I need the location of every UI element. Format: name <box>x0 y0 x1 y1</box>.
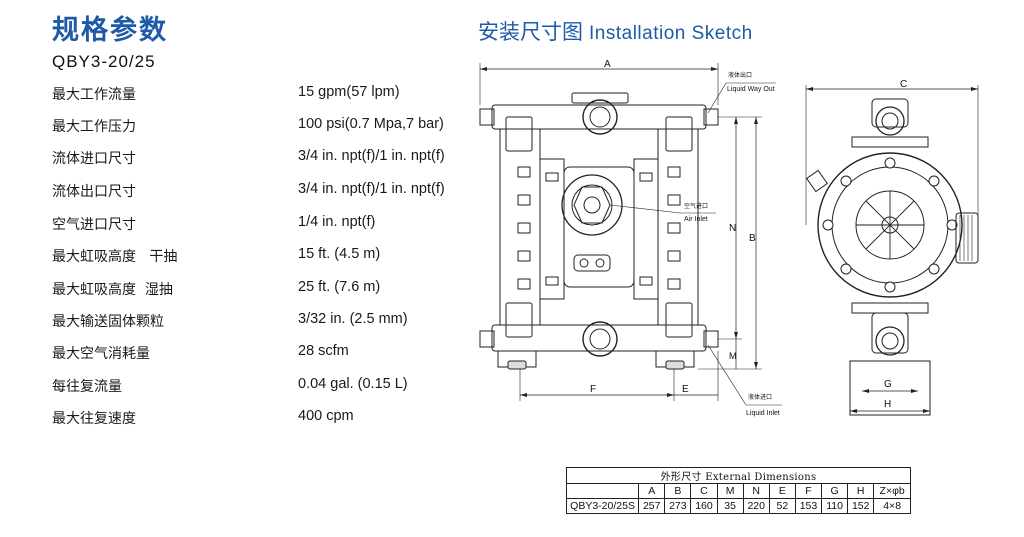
spec-value: 100 psi(0.7 Mpa,7 bar) <box>298 116 444 132</box>
dim-letter-b: B <box>749 233 756 244</box>
spec-row: 空气进口尺寸 1/4 in. npt(f) <box>52 214 492 238</box>
dim-letter-h: H <box>884 399 891 410</box>
spec-value: 25 ft. (7.6 m) <box>298 279 381 295</box>
table-row: QBY3-20/25S 257 273 160 35 220 52 153 11… <box>565 498 911 514</box>
spec-label: 最大工作流量 <box>52 87 136 103</box>
dimensions-caption: 外形尺寸 External Dimensions <box>566 467 911 484</box>
spec-row: 最大输送固体颗粒 3/32 in. (2.5 mm) <box>52 311 492 335</box>
table-cell: 153 <box>794 498 823 514</box>
spec-row: 最大工作流量 15 gpm(57 lpm) <box>52 84 492 108</box>
sketch-title: 安装尺寸图 Installation Sketch <box>478 16 753 46</box>
callout-liquid-out-cn: 液体出口 <box>728 71 752 79</box>
spec-label: 流体进口尺寸 <box>52 151 136 167</box>
pump-drawing: A N B M F E 液体出口 Liquid Way Out 空气进口 Air… <box>479 59 979 417</box>
dimensions-header-row: A B C M N E F G H Z×φb <box>565 483 911 499</box>
table-cell: 4×8 <box>873 498 911 514</box>
callout-air-in-en: Air Inlet <box>684 216 708 223</box>
spec-row: 流体出口尺寸 3/4 in. npt(f)/1 in. npt(f) <box>52 181 492 205</box>
model-number: QBY3-20/25 <box>52 52 156 71</box>
spec-row: 最大工作压力 100 psi(0.7 Mpa,7 bar) <box>52 116 492 140</box>
spec-label: 最大虹吸高度 干抽 <box>52 249 178 265</box>
front-view: A N B M F E 液体出口 Liquid Way Out 空气进口 Air… <box>479 59 782 417</box>
table-cell: 152 <box>847 498 875 514</box>
spec-label: 最大虹吸高度 湿抽 <box>52 282 173 298</box>
table-cell: 52 <box>768 498 796 514</box>
table-header-cell: Z×φb <box>873 483 911 499</box>
table-header-cell: G <box>821 483 849 499</box>
table-cell: 160 <box>690 498 718 514</box>
spec-row: 最大虹吸高度 湿抽 25 ft. (7.6 m) <box>52 279 492 303</box>
callout-liquid-out-en: Liquid Way Out <box>727 86 775 93</box>
spec-value: 3/4 in. npt(f)/1 in. npt(f) <box>298 181 445 197</box>
side-view: C G H <box>805 79 979 416</box>
spec-value: 3/4 in. npt(f)/1 in. npt(f) <box>298 148 445 164</box>
spec-value: 15 gpm(57 lpm) <box>298 84 400 100</box>
spec-label: 空气进口尺寸 <box>52 217 136 233</box>
spec-value: 28 scfm <box>298 343 349 359</box>
table-cell: 257 <box>638 498 666 514</box>
spec-value: 400 cpm <box>298 408 354 424</box>
dim-letter-a: A <box>604 59 611 70</box>
table-header-cell: N <box>742 483 770 499</box>
table-cell: 35 <box>716 498 744 514</box>
dim-letter-e: E <box>682 384 689 395</box>
table-cell: 220 <box>742 498 770 514</box>
spec-value: 1/4 in. npt(f) <box>298 214 376 230</box>
table-header-cell: C <box>690 483 718 499</box>
spec-row: 最大空气消耗量 28 scfm <box>52 343 492 367</box>
dim-letter-c: C <box>900 79 907 90</box>
spec-value: 3/32 in. (2.5 mm) <box>298 311 408 327</box>
dimensions-caption-row: 外形尺寸 External Dimensions <box>566 467 911 484</box>
table-header-cell <box>565 483 640 499</box>
page-title: 规格参数 <box>52 15 168 46</box>
spec-label: 最大输送固体颗粒 <box>52 314 164 330</box>
dim-letter-g: G <box>884 379 892 390</box>
dimensions-table: 外形尺寸 External Dimensions A B C M N E F G… <box>565 467 911 514</box>
table-cell: 273 <box>664 498 692 514</box>
dim-letter-m: M <box>729 351 737 361</box>
spec-label: 每往复流量 <box>52 379 122 395</box>
spec-value: 15 ft. (4.5 m) <box>298 246 381 262</box>
spec-row: 每往复流量 0.04 gal. (0.15 L) <box>52 376 492 400</box>
spec-label: 最大空气消耗量 <box>52 346 150 362</box>
table-header-cell: A <box>638 483 666 499</box>
dim-letter-n: N <box>729 223 736 234</box>
table-header-cell: B <box>664 483 692 499</box>
table-header-cell: H <box>847 483 875 499</box>
table-cell: 110 <box>821 498 849 514</box>
callout-liquid-in-cn: 液体进口 <box>748 393 772 401</box>
table-cell: QBY3-20/25S <box>565 498 640 514</box>
table-header-cell: F <box>794 483 823 499</box>
spec-row: 最大往复速度 400 cpm <box>52 408 492 432</box>
spec-row: 流体进口尺寸 3/4 in. npt(f)/1 in. npt(f) <box>52 148 492 172</box>
spec-label: 最大工作压力 <box>52 119 136 135</box>
callout-liquid-in-en: Liquid Inlet <box>746 410 780 417</box>
callout-air-in-cn: 空气进口 <box>684 202 708 210</box>
spec-label: 最大往复速度 <box>52 411 136 427</box>
table-header-cell: E <box>768 483 796 499</box>
spec-row: 最大虹吸高度 干抽 15 ft. (4.5 m) <box>52 246 492 270</box>
spec-value: 0.04 gal. (0.15 L) <box>298 376 408 392</box>
dim-letter-f: F <box>590 384 596 395</box>
sketch-title-cn: 安装尺寸图 <box>478 20 583 44</box>
table-header-cell: M <box>716 483 744 499</box>
sketch-title-en: Installation Sketch <box>589 23 753 44</box>
spec-label: 流体出口尺寸 <box>52 184 136 200</box>
